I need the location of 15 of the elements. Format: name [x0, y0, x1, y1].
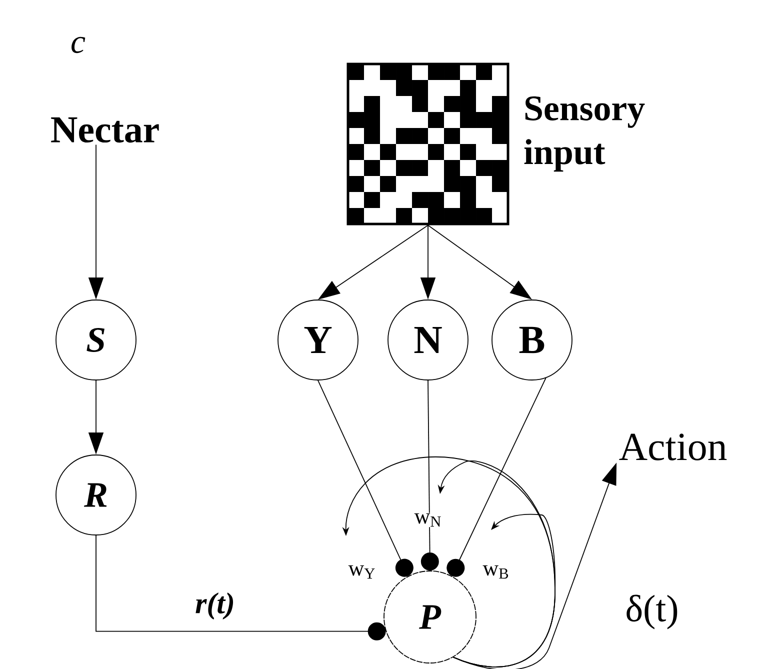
- arrow: [446, 378, 546, 577]
- panel-letter: c: [70, 36, 86, 54]
- arrow: [452, 514, 556, 668]
- edge-label: r(t): [194, 591, 236, 621]
- edge-label: δ(t): [624, 594, 680, 630]
- weight-label: w$_{Y}$: [348, 564, 376, 580]
- noise-pattern-picture: [346, 62, 510, 226]
- arrow: [96, 535, 386, 640]
- weight-label: w$_{N}$: [414, 512, 442, 528]
- node-caption: Sensory input: [524, 96, 645, 172]
- node-text: Nectar: [51, 117, 159, 143]
- node-text: Action: [619, 434, 727, 460]
- arrow: [318, 380, 414, 577]
- arrow: [420, 380, 439, 571]
- weight-label: w$_{B}$: [482, 564, 510, 580]
